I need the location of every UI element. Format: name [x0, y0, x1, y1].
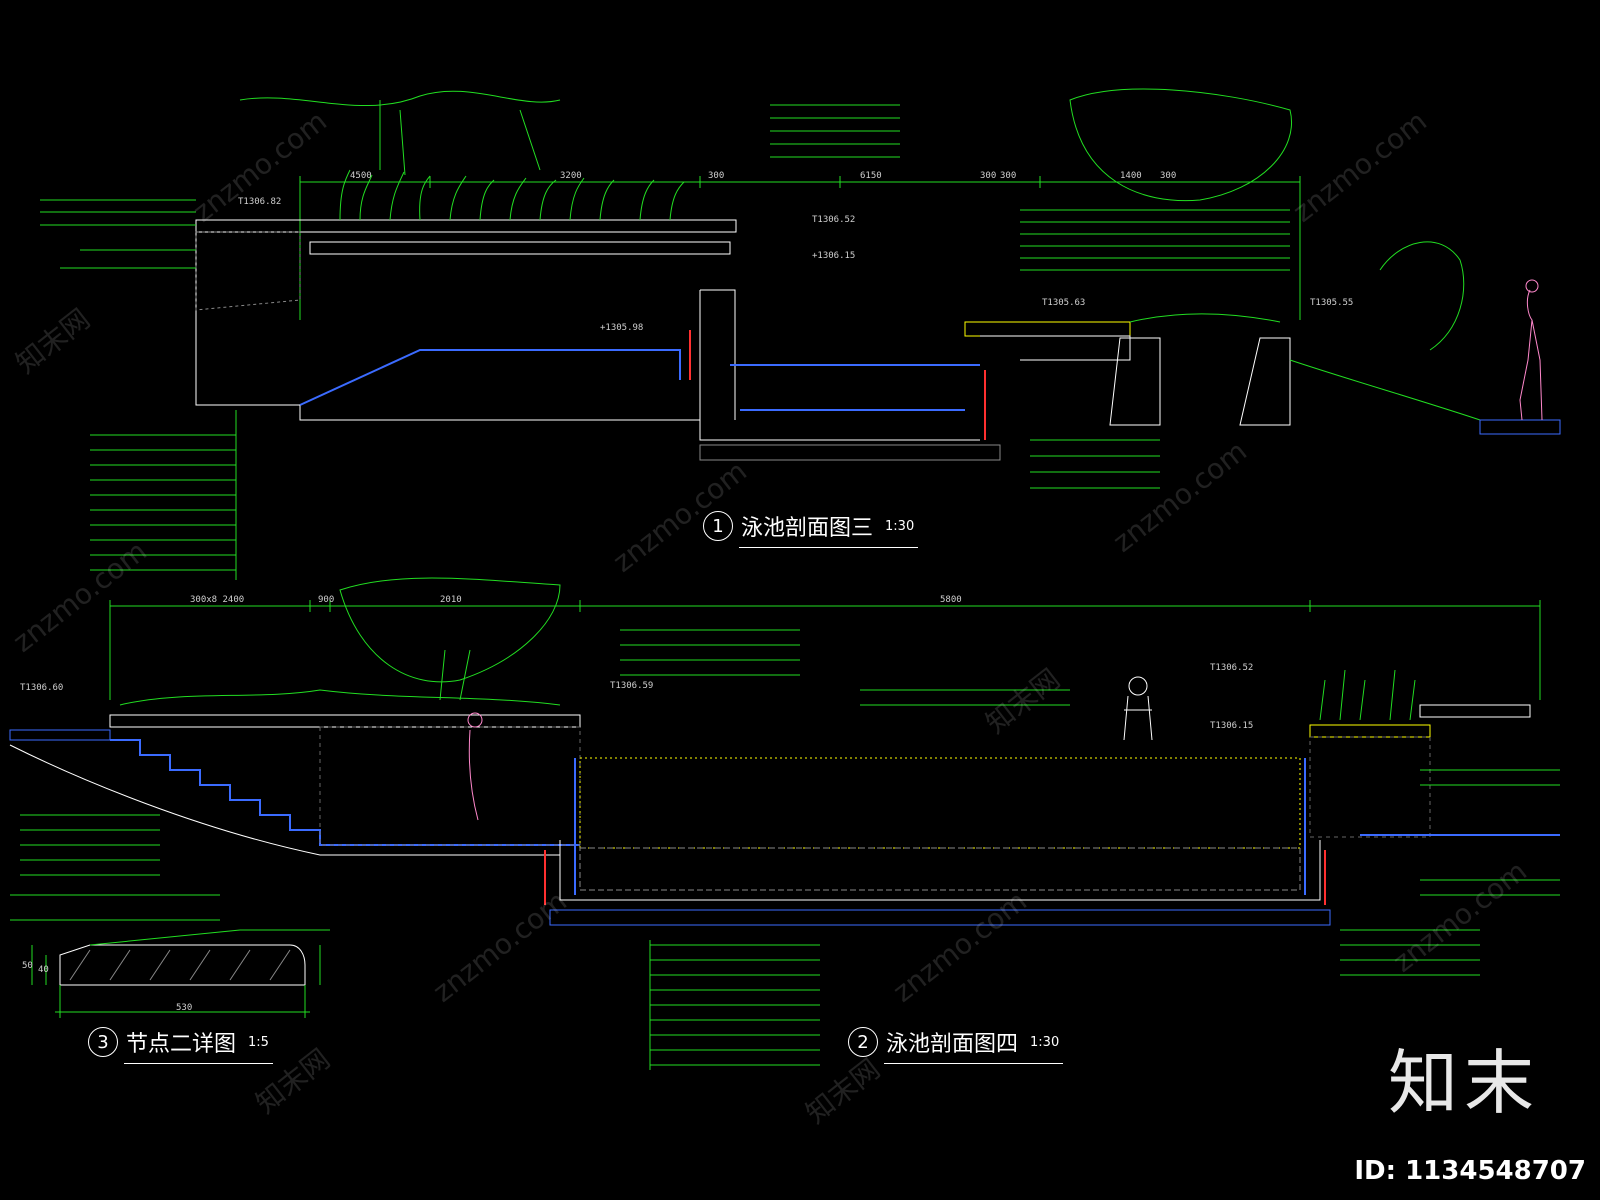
- dimension-label: 2010: [440, 595, 462, 605]
- dimension-label: 300: [980, 171, 996, 181]
- dimension-label: 900: [318, 595, 334, 605]
- section-3-title: 1 泳池剖面图三 1:30: [703, 510, 919, 548]
- dimension-label: T1305.55: [1310, 298, 1353, 308]
- title-name: 节点二详图: [126, 1032, 237, 1057]
- section-2-drawing: [9, 577, 1560, 1070]
- detail-3-drawing: [31, 929, 330, 1018]
- dimension-label: 1400: [1120, 171, 1142, 181]
- dimension-label: 530: [176, 1003, 192, 1013]
- title-name: 泳池剖面图三: [741, 516, 874, 541]
- brand-logo: 知末: [1388, 1042, 1540, 1124]
- dimension-label: 40: [38, 965, 49, 975]
- image-id-label: ID: 1134548707: [1354, 1156, 1586, 1186]
- dimension-label: T1306.52: [812, 215, 855, 225]
- title-number-badge: 2: [848, 1027, 878, 1057]
- dimension-label: 50: [22, 961, 33, 971]
- dimension-label: 300: [1000, 171, 1016, 181]
- dimension-label: T1305.63: [1042, 298, 1085, 308]
- section-1-drawing: [40, 88, 1561, 580]
- dimension-label: 300: [708, 171, 724, 181]
- dimension-label: 4500: [350, 171, 372, 181]
- dimension-label: T1306.52: [1210, 663, 1253, 673]
- dimension-label: 300: [1160, 171, 1176, 181]
- title-name: 泳池剖面图四: [886, 1032, 1019, 1057]
- dimension-labels: 4500 3200 300 6150 300 300 1400 300 300x8 2400 90…: [20, 171, 1353, 1013]
- title-scale: 1:5: [248, 1034, 269, 1050]
- detail-2-title: 3 节点二详图 1:5: [88, 1026, 273, 1064]
- dimension-label: 300x8 2400: [190, 595, 244, 605]
- dimension-label: +1305.98: [600, 323, 643, 333]
- dimension-label: 6150: [860, 171, 882, 181]
- dimension-label: 3200: [560, 171, 582, 181]
- title-number-badge: 1: [703, 511, 733, 541]
- dimension-label: 5800: [940, 595, 962, 605]
- dimension-label: T1306.15: [1210, 721, 1253, 731]
- dimension-label: T1306.60: [20, 683, 63, 693]
- dimension-label: +1306.15: [812, 251, 855, 261]
- title-scale: 1:30: [885, 518, 915, 534]
- section-4-title: 2 泳池剖面图四 1:30: [848, 1026, 1064, 1064]
- title-number-badge: 3: [88, 1027, 118, 1057]
- dimension-label: T1306.82: [238, 197, 281, 207]
- title-scale: 1:30: [1030, 1034, 1060, 1050]
- dimension-label: T1306.59: [610, 681, 653, 691]
